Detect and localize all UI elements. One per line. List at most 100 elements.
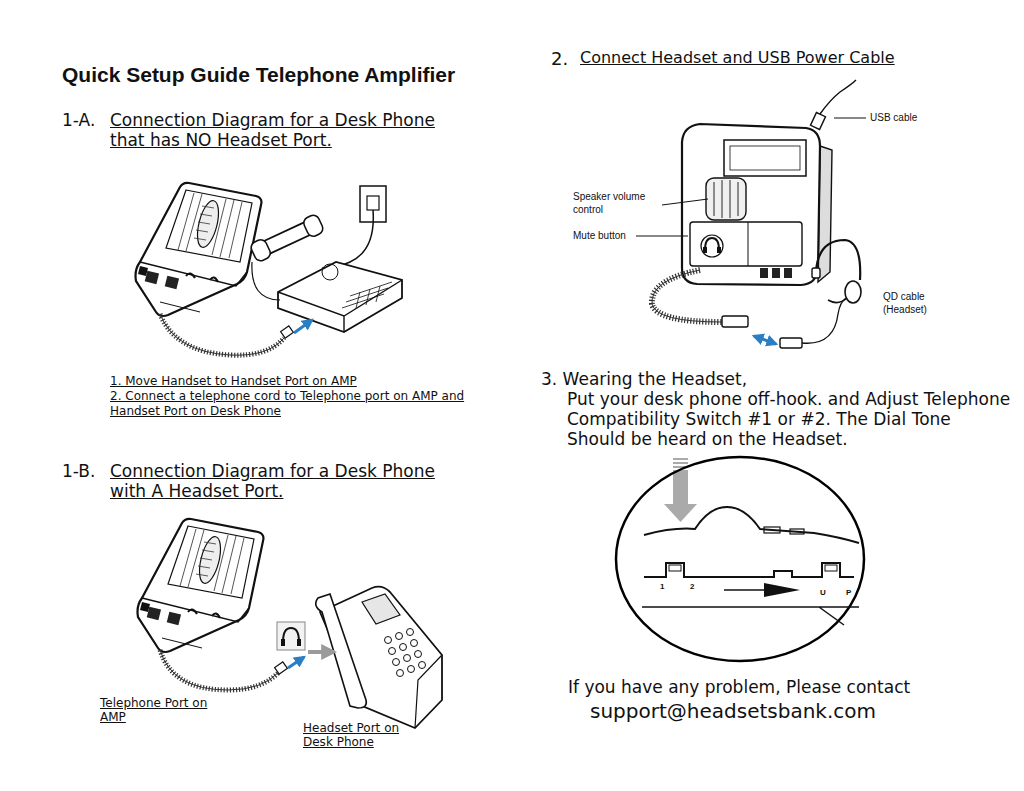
switch-position: P — [846, 588, 851, 598]
switch-position: U — [820, 588, 826, 598]
step-heading: 3. Wearing the Headset, — [541, 369, 747, 389]
headset-and-qd-cable — [828, 298, 847, 303]
desk-phone-illustration — [322, 210, 373, 268]
press-arrow — [664, 504, 697, 522]
switch-illustration — [825, 565, 837, 571]
port-label: Headset Port on Desk Phone — [303, 721, 403, 749]
ip-phone-illustration — [415, 655, 442, 728]
ip-phone-illustration — [385, 629, 426, 677]
cord-1a — [160, 314, 284, 355]
switch-illustration — [642, 607, 859, 625]
switch-illustration — [764, 527, 780, 533]
cord-1b — [160, 650, 279, 690]
section-number: 1-B. — [62, 461, 95, 481]
amplifier-unit — [682, 124, 820, 285]
ip-phone-illustration — [408, 666, 415, 673]
section-heading: Connection Diagram for a Desk Phone with… — [110, 461, 455, 501]
amplifier-unit — [760, 268, 768, 278]
ip-phone-illustration — [281, 639, 285, 646]
switch-illustration — [724, 589, 764, 591]
cord-1a — [294, 320, 312, 333]
ip-phone-illustration — [385, 637, 392, 644]
switch-illustration — [616, 457, 864, 661]
callout-label: USB cable — [870, 112, 917, 124]
desk-phone-illustration — [249, 238, 272, 263]
ip-phone-illustration — [407, 629, 414, 636]
headset-and-qd-cable — [812, 268, 820, 278]
headset-and-qd-cable — [802, 298, 846, 343]
cord-1a — [160, 314, 312, 355]
support-note: If you have any problem, Please contact — [568, 677, 910, 697]
desk-phone-illustration — [249, 213, 325, 262]
amplifier-unit — [703, 247, 707, 253]
instruction-step: 1. Move Handset to Handset Port on AMP — [110, 374, 357, 388]
amplifier-unit — [820, 80, 856, 114]
amp-illustration — [136, 183, 262, 316]
desk-phone-illustration — [367, 196, 379, 210]
ip-phone-illustration — [411, 640, 418, 647]
instruction-step: 2. Connect a telephone cord to Telephone… — [110, 389, 480, 419]
desk-phone-illustration — [322, 264, 338, 280]
headset-and-qd-cable — [754, 336, 776, 344]
switch-illustration — [644, 507, 859, 543]
switch-illustration — [644, 563, 854, 577]
ip-phone-illustration — [362, 594, 400, 624]
desk-phone-illustration — [302, 213, 325, 238]
press-arrow — [673, 470, 688, 504]
headset-and-qd-cable — [722, 316, 748, 327]
callout-label: QD cable (Headset) — [883, 290, 945, 316]
ip-phone-illustration — [393, 659, 400, 666]
desk-phone-illustration — [278, 262, 402, 332]
amplifier-unit — [730, 146, 800, 170]
switch-illustration — [669, 565, 681, 571]
desk-phone-illustration — [252, 262, 280, 300]
cord-1a — [160, 314, 284, 355]
switch-illustration — [614, 455, 866, 663]
headset-and-qd-cable — [780, 338, 802, 348]
amplifier-unit — [724, 140, 806, 176]
ip-phone-illustration — [277, 587, 442, 728]
support-email: support@headsetsbank.com — [590, 699, 876, 723]
step-instruction: Put your desk phone off-hook. and Adjust… — [567, 389, 1012, 449]
ip-phone-illustration — [283, 628, 299, 642]
amplifier-unit — [690, 222, 802, 266]
switch-callout-ellipse: 12UP — [614, 455, 866, 663]
headset-and-qd-cable — [816, 240, 860, 280]
leader-lines — [636, 236, 688, 237]
section-heading: Connection Diagram for a Desk Phone that… — [110, 110, 455, 150]
switch-position: 2 — [690, 582, 694, 592]
ip-phone-illustration — [389, 648, 396, 655]
desk-phone-illustration — [278, 280, 402, 332]
headset-and-qd-cable — [652, 270, 722, 322]
amplifier-unit — [717, 247, 721, 253]
port-label: Telephone Port on AMP — [100, 696, 210, 724]
amplifier-unit — [706, 178, 746, 220]
amplifier-unit — [748, 222, 749, 266]
amplifier-unit — [705, 238, 719, 250]
switch-illustration — [790, 529, 804, 534]
ip-phone-illustration — [277, 622, 305, 650]
section-heading: Connect Headset and USB Power Cable — [580, 48, 895, 67]
amplifier-unit — [772, 268, 780, 278]
amplifier-unit — [811, 113, 826, 130]
press-arrow — [664, 458, 697, 522]
headset-and-qd-cable — [845, 281, 861, 303]
cord-1b — [308, 650, 334, 654]
callout-label: Speaker volume control — [573, 190, 661, 216]
ip-phone-illustration — [404, 655, 411, 662]
leader-lines — [636, 118, 866, 236]
headset-and-qd-cable — [652, 240, 861, 348]
ip-phone-illustration — [397, 670, 404, 677]
guide-title: Quick Setup Guide Telephone Amplifier — [62, 62, 455, 87]
cord-1b — [160, 650, 279, 690]
ip-phone-illustration — [396, 633, 403, 640]
desk-phone-illustration — [342, 282, 392, 308]
cord-1a — [281, 326, 294, 338]
cord-1b — [160, 650, 334, 690]
desk-phone-illustration — [249, 186, 402, 332]
amplifier-unit — [682, 80, 856, 285]
cord-1b — [275, 662, 288, 674]
cord-1b — [288, 657, 304, 668]
amplifier-unit — [784, 268, 792, 278]
